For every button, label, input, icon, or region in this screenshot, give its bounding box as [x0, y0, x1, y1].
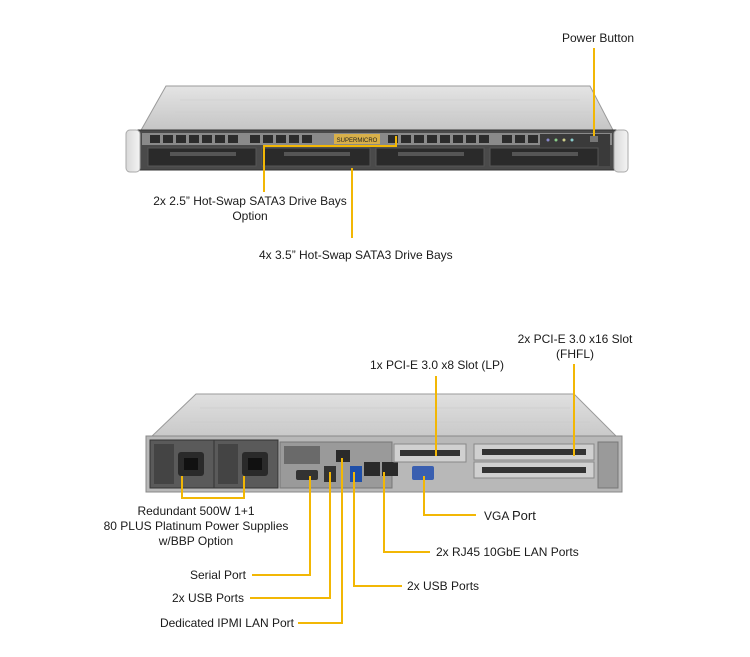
ipmi-callout-line: [298, 458, 343, 624]
left-rack-ear: [125, 129, 141, 173]
serial-port-connector[interactable]: [296, 470, 318, 480]
psu-label-line2: 80 PLUS Platinum Power Supplies: [103, 519, 289, 533]
usb-left-label: 2x USB Ports: [171, 591, 244, 605]
serial-callout-line: [252, 476, 311, 576]
pcie-x16-label-line1: 2x PCI-E 3.0 x16 Slot: [517, 332, 633, 346]
front-server-chassis: SUPERMICRO: [125, 85, 629, 173]
serial-port-label: Serial Port: [189, 568, 246, 582]
pcie-x8-label: 1x PCI-E 3.0 x8 Slot (LP): [370, 358, 505, 372]
vga-port-connector[interactable]: [412, 466, 434, 480]
vga-callout-line: [423, 476, 476, 516]
usb-right-callout-line: [353, 472, 402, 587]
ipmi-lan-connector[interactable]: [336, 450, 350, 462]
front-callouts: [263, 48, 595, 238]
rear-callouts: [181, 364, 575, 624]
vga-port-label-word: Port: [512, 508, 536, 523]
pcie-x16-label: 2x PCI-E 3.0 x16 Slot (FHFL): [502, 332, 648, 362]
drive-25-label-line1: 2x 2.5” Hot-Swap SATA3 Drive Bays: [153, 194, 347, 208]
drive-bay-4[interactable]: [489, 147, 599, 167]
drive-35-label: 4x 3.5” Hot-Swap SATA3 Drive Bays: [259, 248, 453, 262]
rear-chassis-lid: [148, 393, 620, 439]
rj45-lan-connector-1[interactable]: [364, 462, 380, 476]
front-chassis-lid: [139, 85, 615, 133]
pcie-x16-label-line2: (FHFL): [556, 347, 594, 361]
right-rack-ear: [613, 129, 629, 173]
psu-label: Redundant 500W 1+1 80 PLUS Platinum Powe…: [96, 504, 296, 549]
usb-port-right-connector[interactable]: [350, 466, 362, 482]
drive-bay-1[interactable]: [147, 147, 257, 167]
ipmi-lan-label: Dedicated IPMI LAN Port: [159, 616, 294, 630]
power-button[interactable]: [590, 136, 598, 142]
drive-25-label: 2x 2.5” Hot-Swap SATA3 Drive Bays Option: [150, 194, 350, 224]
usb-left-callout-line: [250, 472, 331, 599]
rj45-label: 2x RJ45 10GbE LAN Ports: [436, 545, 579, 559]
vga-port-label: VGA Port: [484, 508, 536, 524]
drive-25-label-line2: Option: [232, 209, 268, 223]
drive-bays-3-5: [147, 147, 599, 167]
drive-bay-3[interactable]: [375, 147, 485, 167]
rj45-callout-line: [383, 472, 430, 553]
brand-logo: SUPERMICRO: [337, 138, 378, 144]
power-button-label: Power Button: [562, 31, 635, 45]
psu-callout-line: [181, 476, 245, 499]
vga-port-label-prefix: VGA: [484, 509, 513, 523]
drive-25-callout-line: [263, 136, 397, 192]
psu-label-line3: w/BBP Option: [158, 534, 234, 548]
psu-label-line1: Redundant 500W 1+1: [137, 504, 255, 518]
usb-right-label: 2x USB Ports: [407, 579, 480, 593]
drive-bay-2[interactable]: [261, 147, 371, 167]
logo-plate: [334, 134, 380, 144]
rj45-lan-connector-2[interactable]: [382, 462, 398, 476]
